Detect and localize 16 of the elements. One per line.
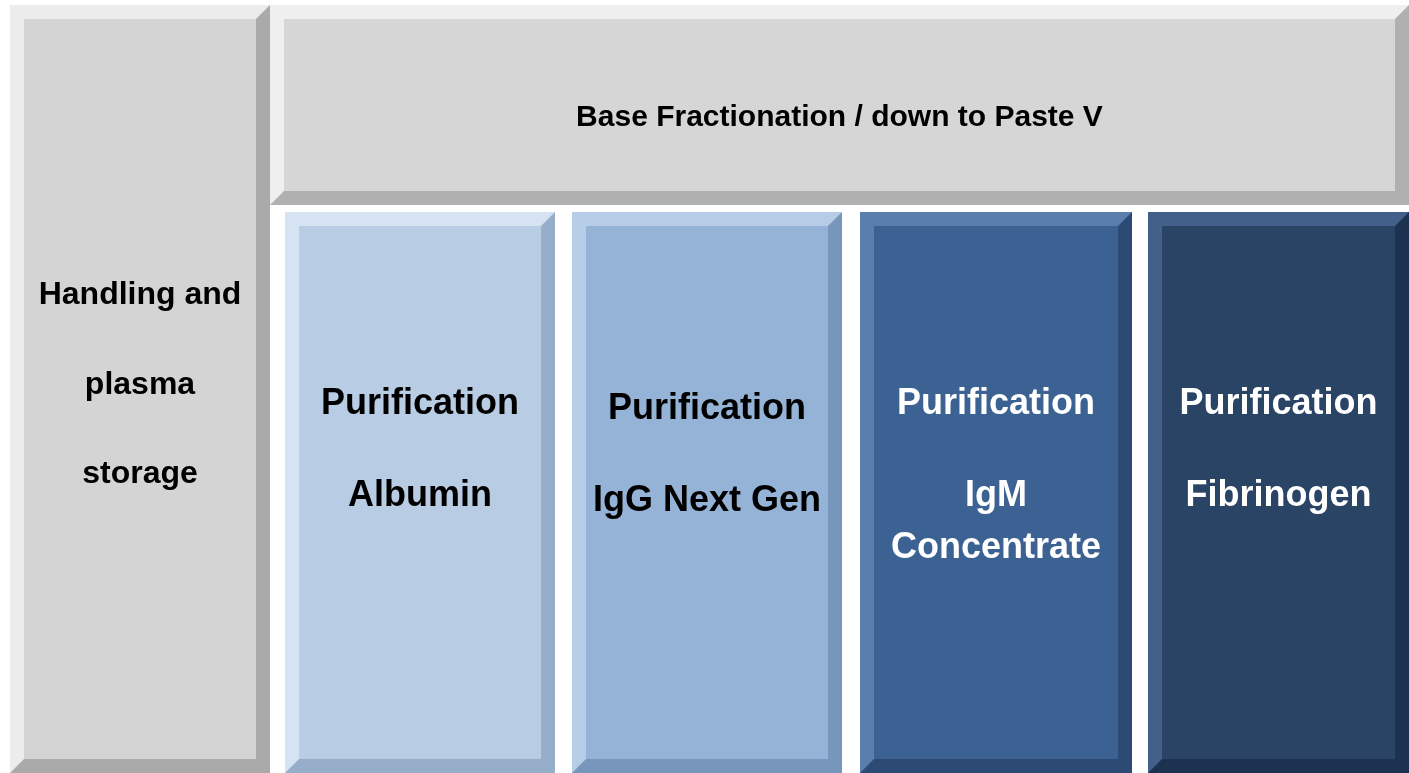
block-label: Base Fractionation / down to Paste V — [576, 98, 1103, 134]
block-heading: Purification — [608, 385, 806, 429]
block-label: IgM Concentrate — [889, 472, 1102, 569]
block-heading: Purification — [897, 380, 1095, 424]
stage-column — [1148, 212, 1409, 773]
stage-band — [270, 5, 1409, 205]
block-label: Albumin — [348, 472, 492, 517]
block-label: Handling and plasma storage — [37, 274, 243, 493]
stage-column — [10, 5, 270, 773]
block-heading: Purification — [321, 380, 519, 424]
block-label: IgG Next Gen — [592, 477, 821, 522]
stage-column — [285, 212, 555, 773]
block-label: Fibrinogen — [1185, 472, 1372, 517]
block-heading: Purification — [1179, 380, 1378, 424]
stage-column — [860, 212, 1132, 773]
stage-column — [572, 212, 842, 773]
